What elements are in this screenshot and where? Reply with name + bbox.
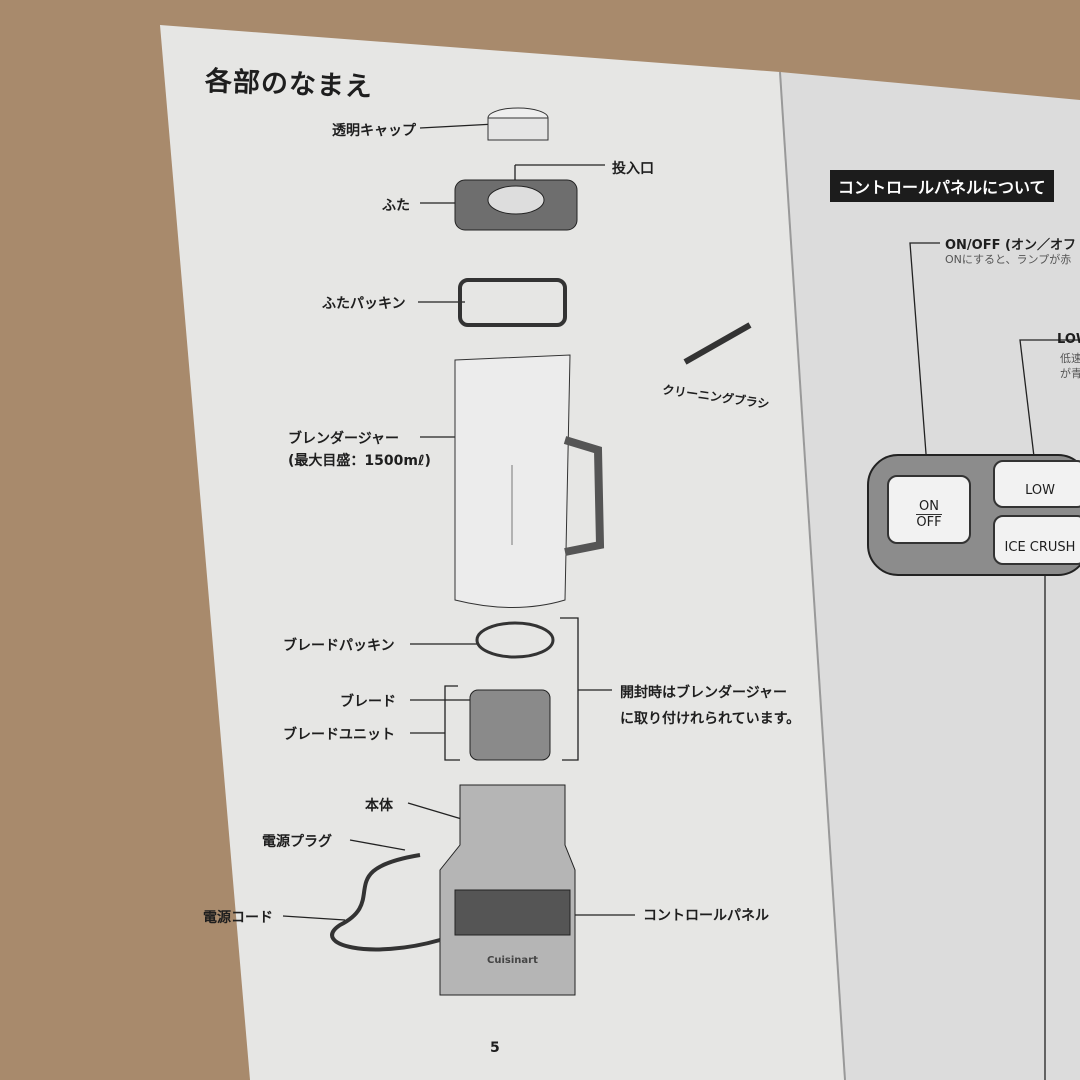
label-cord: 電源コード [203, 910, 273, 926]
on-label: ON [916, 499, 942, 515]
low-desc-1: 低速 [1060, 352, 1080, 365]
label-lid-gasket: ふたパッキン [322, 296, 406, 312]
low-title: LOW [1057, 332, 1080, 347]
leader-lines [282, 123, 1080, 1080]
ice-crush-button[interactable]: ICE CRUSH [993, 515, 1080, 565]
label-jar-capacity: (最大目盛：1500mℓ) [288, 453, 431, 469]
off-label: OFF [916, 515, 942, 530]
label-lid: ふた [382, 198, 410, 214]
book-spine [779, 71, 846, 1080]
label-blender-jar: ブレンダージャー [288, 431, 400, 447]
onoff-title: ON/OFF (オン／オフ [945, 238, 1076, 253]
brand-logo: Cuisinart [487, 955, 538, 966]
label-base: 本体 [365, 798, 393, 814]
lid-gasket-drawing [458, 278, 567, 327]
note-line-2: に取り付けれられています。 [620, 711, 801, 727]
cord-drawing [330, 853, 441, 952]
label-blade-unit: ブレードユニット [283, 727, 395, 743]
page-number: 5 [490, 1040, 500, 1056]
brush-drawing [683, 322, 752, 365]
label-clear-cap: 透明キャップ [332, 123, 416, 139]
label-inlet: 投入口 [612, 161, 654, 177]
low-desc-2: が青 [1060, 367, 1080, 380]
label-plug: 電源プラグ [262, 834, 332, 850]
page-title: 各部のなまえ [204, 66, 374, 103]
low-button[interactable]: LOW [993, 460, 1080, 508]
label-blade: ブレード [340, 694, 396, 710]
on-off-button[interactable]: ON OFF [887, 475, 971, 544]
label-blade-gasket: ブレードパッキン [283, 638, 395, 654]
note-line-1: 開封時はブレンダージャー [620, 685, 788, 701]
label-control-panel: コントロールパネル [643, 908, 769, 924]
onoff-desc: ONにすると、ランプが赤 [945, 253, 1072, 266]
blade-unit-drawing [469, 689, 551, 761]
section-header: コントロールパネルについて [830, 170, 1054, 202]
